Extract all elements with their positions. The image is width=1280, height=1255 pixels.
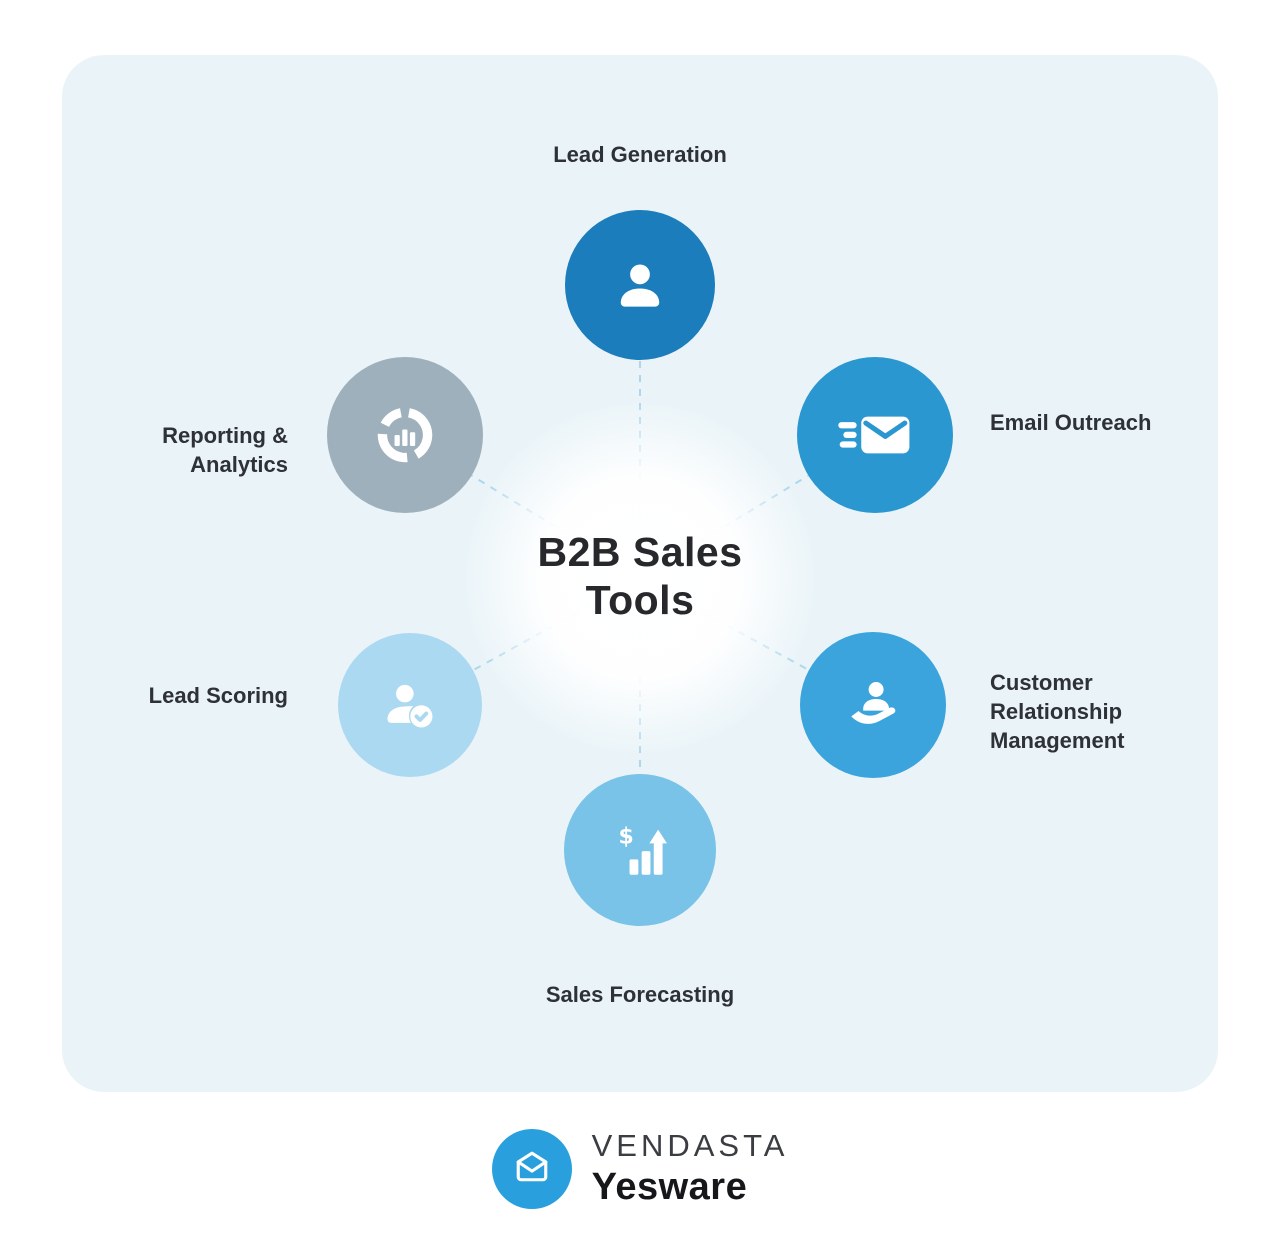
growth-chart-dollar-icon: $ xyxy=(607,817,673,883)
sales-forecasting-circle: $ xyxy=(564,774,716,926)
crm-label: Customer Relationship Management xyxy=(990,670,1125,754)
email-send-icon xyxy=(836,407,914,463)
center-glow xyxy=(465,403,815,753)
donut-chart-icon xyxy=(372,402,438,468)
lead-scoring-circle xyxy=(338,633,482,777)
vendasta-logo xyxy=(491,1128,572,1209)
hand-person-icon xyxy=(842,674,904,736)
brand-footer: VENDASTA Yesware xyxy=(0,1128,1280,1209)
email-outreach-label: Email Outreach xyxy=(990,410,1152,435)
person-icon xyxy=(608,253,672,317)
open-envelope-icon xyxy=(510,1144,554,1193)
product-name: Yesware xyxy=(591,1166,748,1208)
email-outreach-circle xyxy=(797,357,953,513)
crm-circle xyxy=(800,632,946,778)
reporting-analytics-circle xyxy=(327,357,483,513)
sales-forecasting-label: Sales Forecasting xyxy=(545,982,735,1007)
svg-text:$: $ xyxy=(619,824,634,849)
lead-scoring-label: Lead Scoring xyxy=(148,683,288,708)
brand-name: VENDASTA xyxy=(591,1128,789,1163)
brand-text-block: VENDASTA Yesware xyxy=(592,1128,789,1209)
person-check-icon xyxy=(379,674,441,736)
lead-generation-label: Lead Generation xyxy=(553,142,727,167)
diagram-title: B2B Sales Tools xyxy=(537,529,743,624)
reporting-analytics-label: Reporting & Analytics xyxy=(162,423,288,478)
lead-generation-circle xyxy=(565,210,715,360)
